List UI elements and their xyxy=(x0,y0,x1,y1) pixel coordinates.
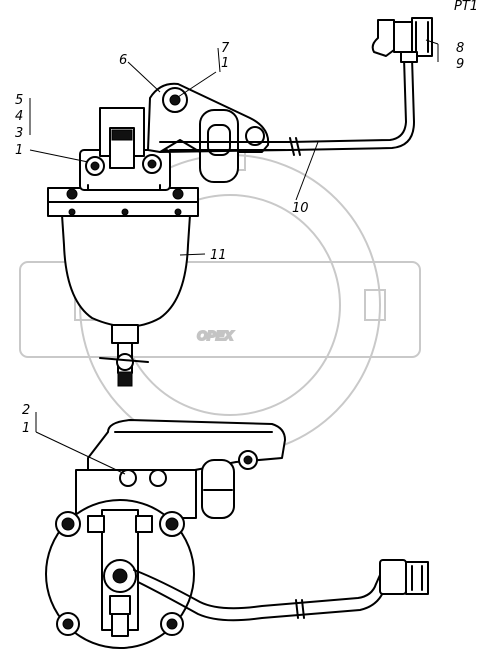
drain-valve xyxy=(116,353,134,371)
fuel-line xyxy=(159,57,415,153)
filter-bowl xyxy=(61,214,191,328)
callout-bottom-1: 1 xyxy=(22,421,30,436)
callout-bottom-2: 2 xyxy=(22,403,30,418)
banjo-fitting xyxy=(371,19,395,57)
center-bolt-nut xyxy=(111,129,133,141)
lower-head-bolt-b xyxy=(149,469,167,487)
column-nut-right xyxy=(135,515,153,533)
flange-rivet-left xyxy=(68,208,76,216)
callout-top-7: 7 xyxy=(221,41,230,56)
callout-top-3: 3 xyxy=(15,126,23,141)
callout-labels: 7 1 6 5 4 3 1 8 9 10 11 2 1 PT1 xyxy=(15,0,477,436)
bracket-nut xyxy=(245,126,265,146)
lower-drain-a xyxy=(109,595,131,615)
watermark-text: OPEX xyxy=(197,328,234,343)
lower-drain-b xyxy=(111,613,129,637)
pipe-ferrule xyxy=(400,51,418,63)
flange-bolt-right xyxy=(172,188,184,200)
flange-bolt-left xyxy=(66,188,78,200)
lower-fitting-body xyxy=(379,559,407,595)
callout-top-6: 6 xyxy=(119,53,127,68)
corner-mark: PT1 xyxy=(454,0,477,14)
callout-top-1a: 1 xyxy=(221,56,229,71)
drain-nut xyxy=(117,371,133,387)
callout-top-1b: 1 xyxy=(15,143,23,158)
fitting-body xyxy=(393,21,413,53)
callout-top-5: 5 xyxy=(15,93,23,108)
lower-fuel-line xyxy=(133,565,393,622)
drain-boss xyxy=(111,324,139,344)
top-assembly xyxy=(47,17,433,387)
callout-top-10: 10 xyxy=(292,201,309,216)
lower-fitting-nut xyxy=(405,561,429,595)
watermark-frame xyxy=(19,261,421,358)
column-nut-left xyxy=(87,515,105,533)
callout-top-4: 4 xyxy=(15,109,23,124)
callout-top-9: 9 xyxy=(456,57,464,72)
flange-rivet-center xyxy=(121,208,129,216)
callout-top-11: 11 xyxy=(210,248,227,263)
bottom-assembly xyxy=(45,419,429,649)
flange-rivet-right xyxy=(174,208,182,216)
callout-top-8: 8 xyxy=(456,41,464,56)
leader-lines xyxy=(29,39,439,475)
